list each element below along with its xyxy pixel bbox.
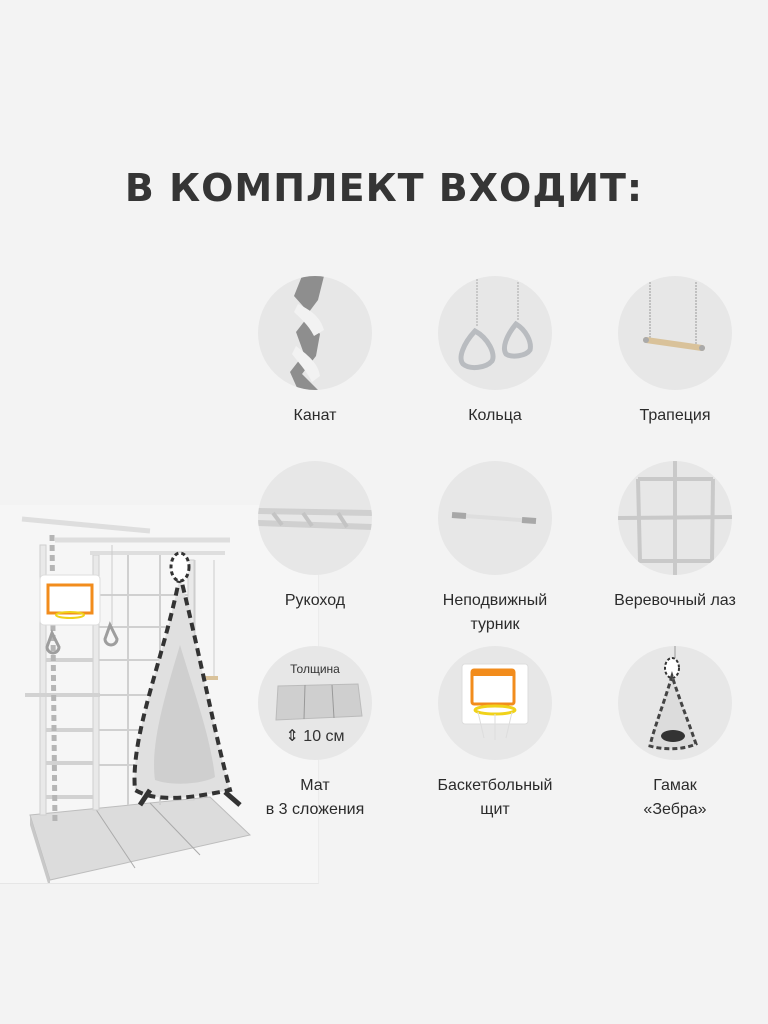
item-label: Гамак «Зебра»	[643, 777, 707, 818]
item-label: Веревочный лаз	[614, 592, 736, 609]
item-mat: Толщина ⇕ 10 см Мат в 3 сложения	[235, 646, 395, 822]
item-label: Рукоход	[284, 592, 346, 609]
item-hammock: Гамак «Зебра»	[595, 646, 755, 822]
page-title: В КОМПЛЕКТ ВХОДИТ:	[124, 166, 644, 210]
zebra-hammock-icon	[618, 646, 732, 760]
thickness-value: ⇕ 10 см	[285, 728, 345, 745]
rope-net-icon	[618, 461, 732, 575]
item-trapeze: Трапеция	[595, 276, 755, 428]
item-label: Неподвижный турник	[442, 592, 548, 633]
item-rope: Канат	[235, 276, 395, 428]
item-rings: Кольца	[415, 276, 575, 428]
item-label: Баскетбольный щит	[437, 777, 553, 818]
item-label: Кольца	[468, 407, 522, 424]
rope-icon	[258, 276, 372, 390]
pull-up-bar-icon	[438, 461, 552, 575]
basketball-hoop-icon	[438, 646, 552, 760]
item-monkey-bars: Рукоход	[235, 461, 395, 613]
item-label: Трапеция	[639, 407, 711, 424]
trapeze-icon	[618, 276, 732, 390]
item-label: Мат в 3 сложения	[265, 777, 365, 818]
wall-bars-illustration	[21, 516, 252, 890]
monkey-bars-icon	[258, 461, 372, 575]
mat-icon: Толщина ⇕ 10 см	[258, 646, 372, 760]
thickness-label: Толщина	[290, 662, 340, 676]
item-rope-net: Веревочный лаз	[595, 461, 755, 613]
item-basketball: Баскетбольный щит	[415, 646, 575, 822]
item-label: Канат	[293, 407, 337, 424]
rings-icon	[438, 276, 552, 390]
thickness-arrows-icon: ⇕	[285, 728, 304, 745]
item-pull-up-bar: Неподвижный турник	[415, 461, 575, 637]
